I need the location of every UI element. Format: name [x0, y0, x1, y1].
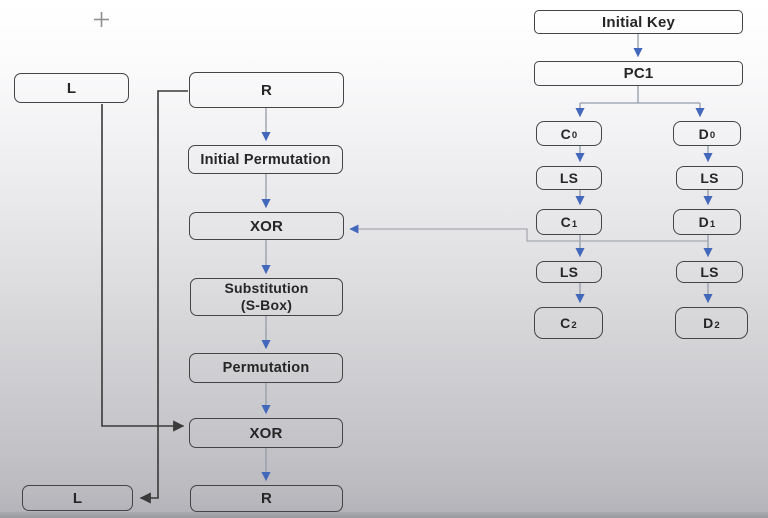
box-label: L [66, 79, 77, 97]
box-label-line1: Substitution [224, 279, 309, 296]
box-ls-d1: LS [676, 166, 743, 190]
box-label: PC1 [623, 65, 654, 82]
box-label: R [260, 81, 273, 99]
box-label: C [560, 315, 571, 331]
box-initial-permutation: Initial Permutation [188, 145, 343, 174]
box-pc1: PC1 [534, 61, 743, 86]
box-label-subscript: 0 [571, 130, 578, 141]
box-label-subscript: 2 [714, 319, 720, 331]
box-label-subscript: 0 [709, 130, 716, 141]
video-bottom-edge [0, 512, 768, 518]
box-l-top: L [14, 73, 129, 103]
box-label: C [560, 125, 571, 142]
box-label: R [260, 490, 273, 507]
box-substitution-sbox: Substitution (S-Box) [190, 278, 343, 316]
box-label: LS [700, 264, 719, 280]
box-label: XOR [249, 217, 284, 235]
box-label-line2: (S-Box) [240, 297, 293, 313]
box-label: D [698, 125, 709, 142]
box-label: L [72, 489, 83, 507]
box-label-subscript: 1 [709, 218, 716, 230]
box-initial-key: Initial Key [534, 10, 743, 34]
box-r-top: R [189, 72, 344, 108]
box-label: XOR [249, 424, 283, 442]
box-ls-c2: LS [536, 261, 602, 283]
box-label-subscript: 2 [571, 319, 577, 331]
box-ls-d2: LS [676, 261, 743, 283]
box-xor-2: XOR [189, 418, 343, 448]
box-label: C [560, 214, 571, 230]
box-label: D [703, 315, 714, 331]
box-label: LS [700, 170, 719, 186]
plus-cursor [93, 11, 110, 33]
box-label-subscript: 1 [571, 218, 578, 230]
box-label: Initial Permutation [200, 151, 331, 168]
box-label: LS [559, 170, 579, 186]
box-l-bottom: L [22, 485, 133, 511]
box-label: Initial Key [601, 13, 676, 31]
box-label: D [698, 214, 709, 230]
box-label: Permutation [222, 360, 310, 376]
box-permutation: Permutation [189, 353, 343, 383]
box-ls-c1: LS [536, 166, 602, 190]
box-xor-1: XOR [189, 212, 344, 240]
box-label: LS [559, 264, 579, 280]
box-r-bottom: R [190, 485, 343, 512]
